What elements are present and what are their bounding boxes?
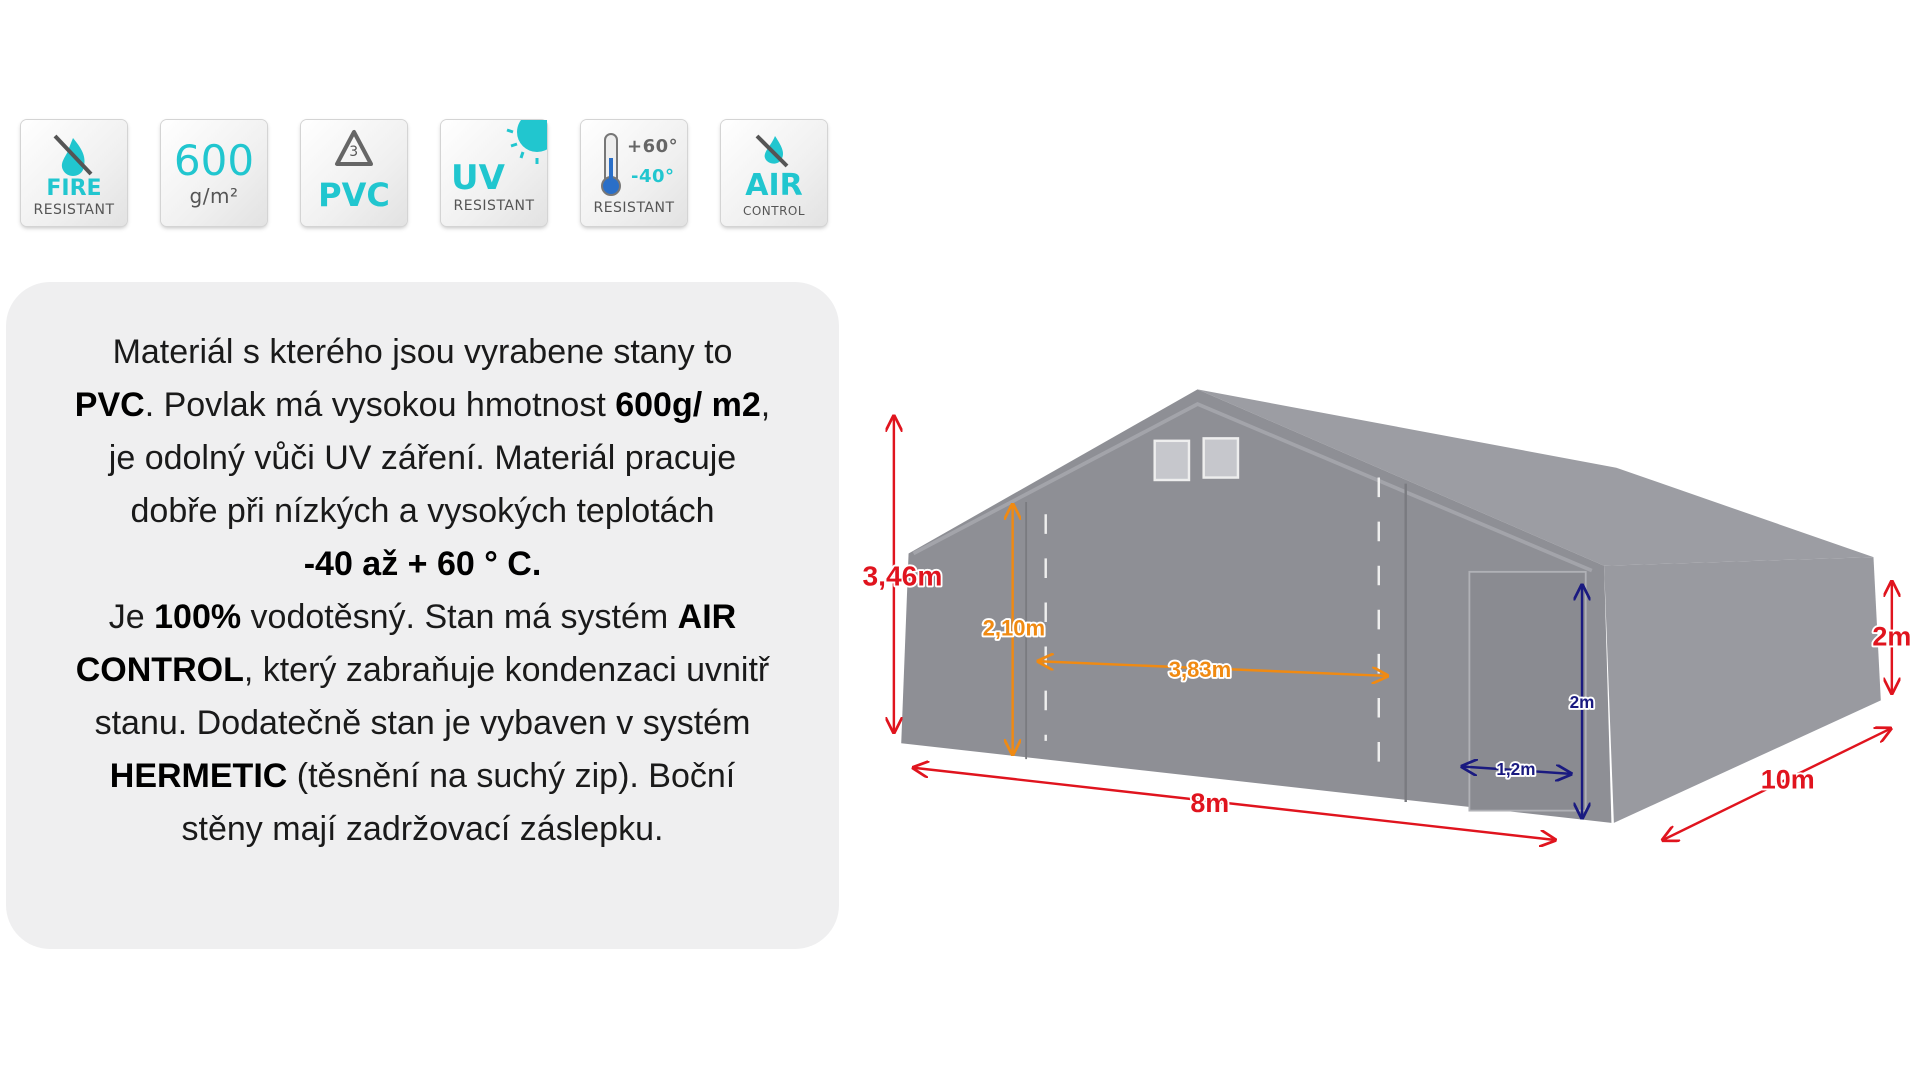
side-door-width-arrow <box>1462 767 1571 774</box>
text-segment: . Povlak má vysokou hmotnost <box>144 386 616 424</box>
description-line: -40 až + 60 ° C. <box>6 538 839 591</box>
description-line: Je 100% vodotěsný. Stan má systém AIR <box>6 591 839 644</box>
bold-text: 600g/ m2 <box>615 386 761 424</box>
thermometer-icon <box>601 133 621 196</box>
tent-window <box>1153 439 1191 482</box>
text-segment: , <box>760 386 771 424</box>
icon-label: PVC <box>318 176 390 214</box>
text-segment: (těsnění na suchý zip). Boční <box>287 757 736 795</box>
recycle-icon <box>335 130 373 166</box>
no-drop-icon <box>755 134 789 168</box>
text-segment: Materiál s kterého jsou vyrabene stany t… <box>112 333 733 371</box>
side-door-height-label: 2m <box>1570 692 1595 712</box>
recycle-digit: 3 <box>349 144 359 160</box>
description-line: stanu. Dodatečně stan je vybaven v systé… <box>6 697 839 750</box>
text-segment: , který zabraňuje kondenzaci uvnitř <box>243 651 770 689</box>
icon-sublabel: RESISTANT <box>593 200 675 216</box>
icon-sublabel: RESISTANT <box>453 198 535 214</box>
tent-roof <box>1197 389 1874 566</box>
wall-height-label: 2m <box>1872 621 1911 651</box>
tent-front-wall <box>901 389 1612 823</box>
bold-text: -40 až + 60 ° C. <box>303 545 542 583</box>
text-segment: dobře při nízkých a vysokých teplotách <box>130 492 715 530</box>
temperature-badge: +60° -40° RESISTANT <box>581 120 687 226</box>
text-segment: stěny mají zadržovací záslepku. <box>181 810 664 848</box>
description-line: CONTROL, který zabraňuje kondenzaci uvni… <box>6 644 839 697</box>
description-line: je odolný vůči UV záření. Materiál pracu… <box>6 432 839 485</box>
description-panel <box>6 282 839 949</box>
description-line: PVC. Povlak má vysokou hmotnost 600g/ m2… <box>6 379 839 432</box>
width-label: 10m <box>1761 765 1815 795</box>
air-control-badge: AIR CONTROL <box>721 120 827 226</box>
temp-low: -40° <box>631 166 675 187</box>
icon-sublabel: g/m² <box>189 184 239 208</box>
icon-sublabel: CONTROL <box>742 204 806 218</box>
uv-resistant-badge: UV RESISTANT <box>441 120 547 226</box>
text-segment: Je <box>108 598 155 636</box>
door-height-label: 2,10m <box>983 616 1045 641</box>
length-arrow <box>913 768 1555 840</box>
temp-high: +60° <box>627 136 679 157</box>
bold-text: AIR <box>677 598 737 636</box>
side-door-width-label: 1,2m <box>1496 759 1535 779</box>
tent-side-wall <box>1604 557 1881 823</box>
no-fire-icon <box>53 134 93 176</box>
text-segment: vodotěsný. Stan má systém <box>241 598 678 636</box>
sun-icon <box>506 120 547 164</box>
description-line: stěny mají zadržovací záslepku. <box>6 803 839 856</box>
tent-body <box>901 389 1881 823</box>
description-line: dobře při nízkých a vysokých teplotách <box>6 485 839 538</box>
pvc-badge: 3 PVC <box>301 120 407 226</box>
door-width-label: 3,83m <box>1169 657 1231 682</box>
fire-resistant-badge: FIRE RESISTANT <box>21 120 127 226</box>
bold-text: CONTROL <box>75 651 244 689</box>
description-line: Materiál s kterého jsou vyrabene stany t… <box>6 326 839 379</box>
icon-label: FIRE <box>46 176 102 201</box>
bold-text: 100% <box>154 598 242 636</box>
text-segment: stanu. Dodatečně stan je vybaven v systé… <box>94 704 751 742</box>
total-height-label: 3,46m <box>863 560 943 591</box>
tent-window <box>1202 437 1240 479</box>
description-text: Materiál s kterého jsou vyrabene stany t… <box>6 326 839 856</box>
width-arrow <box>1663 729 1891 840</box>
description-line: HERMETIC (těsnění na suchý zip). Boční <box>6 750 839 803</box>
length-label: 8m <box>1190 788 1229 818</box>
icon-label: UV <box>451 158 505 198</box>
text-segment: je odolný vůči UV záření. Materiál pracu… <box>108 439 737 477</box>
bold-text: PVC <box>74 386 145 424</box>
bold-text: HERMETIC <box>109 757 288 795</box>
door-width-arrow <box>1038 661 1387 676</box>
icon-label: AIR <box>745 168 803 203</box>
icon-sublabel: RESISTANT <box>33 202 115 218</box>
weight-badge: 600 g/m² <box>161 120 267 226</box>
icon-label: 600 <box>173 136 255 185</box>
